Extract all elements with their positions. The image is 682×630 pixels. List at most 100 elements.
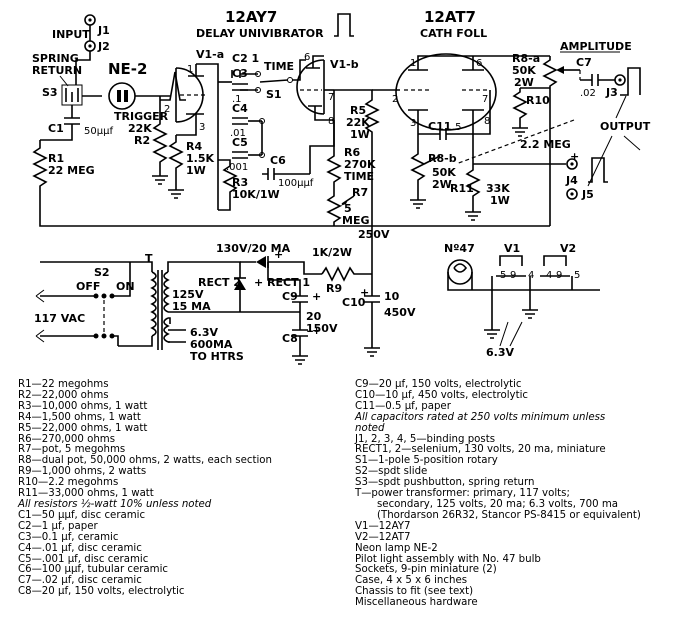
r11-watt: 1W [490, 194, 510, 207]
r1-value: 22 MEG [48, 164, 95, 177]
parts-list-line: RECT1, 2—selenium, 130 volts, 20 ma, min… [355, 444, 606, 456]
v2-heater-label: V2 [560, 242, 576, 255]
parts-list-line: C1—50 μμf, disc ceramic [18, 509, 146, 521]
time-switch-label: TIME [264, 60, 294, 73]
v1-heater-label: V1 [504, 242, 520, 255]
parts-list-line: C4—.01 μf, disc ceramic [18, 542, 142, 554]
pulse-waveform-2 [334, 13, 354, 37]
r5-label: R5 [350, 104, 366, 117]
parts-list-line: C11—0.5 μf, paper [355, 400, 451, 412]
parts-list-line: R4—1,500 ohms, 1 watt [18, 411, 141, 423]
r9-value: 1K/2W [312, 246, 352, 259]
svg-text:3: 3 [410, 118, 416, 129]
v1a-label: V1-a [196, 48, 224, 61]
parts-list-line: R6—270,000 ohms [18, 433, 116, 445]
c8-label: C8 [282, 332, 298, 345]
s3-pushbutton[interactable] [61, 84, 83, 106]
parts-list-line: R8—dual pot, 50,000 ohms, 2 watts, each … [18, 455, 273, 467]
c2-label: C2 1 [232, 52, 259, 65]
s1-rotary-switch[interactable] [255, 71, 293, 158]
j4-jack[interactable] [566, 158, 578, 170]
sec-lv-3: TO HTRS [190, 350, 244, 363]
c4-label: C4 [232, 102, 248, 115]
r8b-value: 50K [432, 166, 456, 179]
parts-list-line: R3—10,000 ohms, 1 watt [18, 400, 148, 412]
parts-list-line: secondary, 125 volts, 20 ma; 6.3 volts, … [377, 498, 619, 510]
parts-list-line: T—power transformer: primary, 117 volts; [355, 488, 570, 500]
r11-label: R11 [450, 182, 474, 195]
svg-text:9: 9 [556, 270, 562, 281]
c7-label: C7 [576, 56, 592, 69]
r8a-watt: 2W [514, 76, 534, 89]
rect1-label: + RECT 1 [254, 276, 310, 289]
j4-label: J4 [565, 174, 578, 187]
ac-input-label: 117 VAC [34, 312, 85, 325]
sec-hv-1: 125V [172, 288, 204, 301]
r5-watt: 1W [350, 128, 370, 141]
svg-text:+: + [274, 248, 283, 261]
s3-label: S3 [42, 86, 58, 99]
tube1-title: 12AY7 [225, 8, 277, 26]
r2-value: 22K [128, 122, 152, 135]
r3-value: 10K/1W [232, 188, 280, 201]
j2-label: J2 [97, 40, 110, 53]
parts-list-line: Miscellaneous hardware [355, 597, 478, 609]
c9-label: C9 [282, 290, 298, 303]
r8b-label: R8-b [428, 152, 457, 165]
s2-label: S2 [94, 266, 110, 279]
c6-value: 100μμf [278, 178, 314, 189]
heater-voltage: 6.3V [486, 346, 514, 359]
r7-label: R7 [352, 186, 368, 199]
r7-value: 5 [344, 202, 352, 215]
spring-return-label-2: RETURN [32, 64, 82, 77]
c10-label: C10 [342, 296, 366, 309]
input-label: INPUT [52, 28, 90, 41]
svg-text:+: + [570, 150, 579, 163]
j5-jack[interactable] [566, 188, 578, 200]
sec-lv-2: 600MA [190, 338, 233, 351]
svg-text:5: 5 [500, 270, 506, 281]
sec-hv-2: 15 MA [172, 300, 211, 313]
circuit-schematic: 12AY7 DELAY UNIVIBRATOR 12AT7 CATH FOLL … [32, 8, 651, 365]
pilot-lamp-no47 [447, 259, 473, 285]
r2-label: R2 [134, 134, 150, 147]
pulse-waveform-3 [620, 67, 641, 96]
s2-on: ON [116, 280, 135, 293]
r4-label: R4 [186, 140, 202, 153]
tube2-title: 12AT7 [424, 8, 476, 26]
c9c8-val-2: 150V [306, 322, 338, 335]
v1b-label: V1-b [330, 58, 359, 71]
c1-value: 50μμf [84, 126, 113, 137]
svg-text:6: 6 [476, 58, 482, 69]
svg-text:3: 3 [199, 122, 205, 133]
s1-label: S1 [266, 88, 282, 101]
svg-text:5: 5 [574, 270, 580, 281]
r6-label: R6 [344, 146, 360, 159]
j3-jack[interactable] [614, 74, 626, 86]
parts-list-line: C8—20 μf, 150 volts, electrolytic [18, 586, 185, 598]
tube2-function: CATH FOLL [420, 27, 487, 40]
c5-label: C5 [232, 136, 248, 149]
svg-text:4: 4 [546, 270, 552, 281]
sec-lv-1: 6.3V [190, 326, 218, 339]
c3-label: C3 [232, 67, 248, 80]
j3-label: J3 [605, 86, 618, 99]
pulse-waveform-4 [588, 157, 608, 183]
spring-return-label-1: SPRING [32, 52, 79, 65]
parts-list-line: All capacitors rated at 250 volts minimu… [355, 411, 606, 423]
svg-text:8: 8 [328, 116, 334, 127]
svg-text:8: 8 [484, 116, 490, 127]
s2-slide-switch[interactable] [93, 293, 115, 339]
parts-list-line: R5—22,000 ohms, 1 watt [18, 422, 148, 434]
parts-list-line: V1—12AY7 [355, 520, 411, 532]
amplitude-label: AMPLITUDE [560, 40, 632, 53]
parts-list-line: All resistors ½-watt 10% unless noted [18, 498, 212, 510]
svg-text:1: 1 [187, 64, 193, 75]
parts-list-line: S1—1-pole 5-position rotary [355, 455, 498, 467]
r10-label: R10 [526, 94, 550, 107]
parts-list-line: Neon lamp NE-2 [355, 542, 438, 554]
ne2-neon-lamp [108, 82, 136, 110]
svg-text:1: 1 [410, 58, 416, 69]
parts-list-line: C5—.001 μf, disc ceramic [18, 553, 149, 565]
parts-list-line: R11—33,000 ohms, 1 watt [18, 488, 154, 500]
